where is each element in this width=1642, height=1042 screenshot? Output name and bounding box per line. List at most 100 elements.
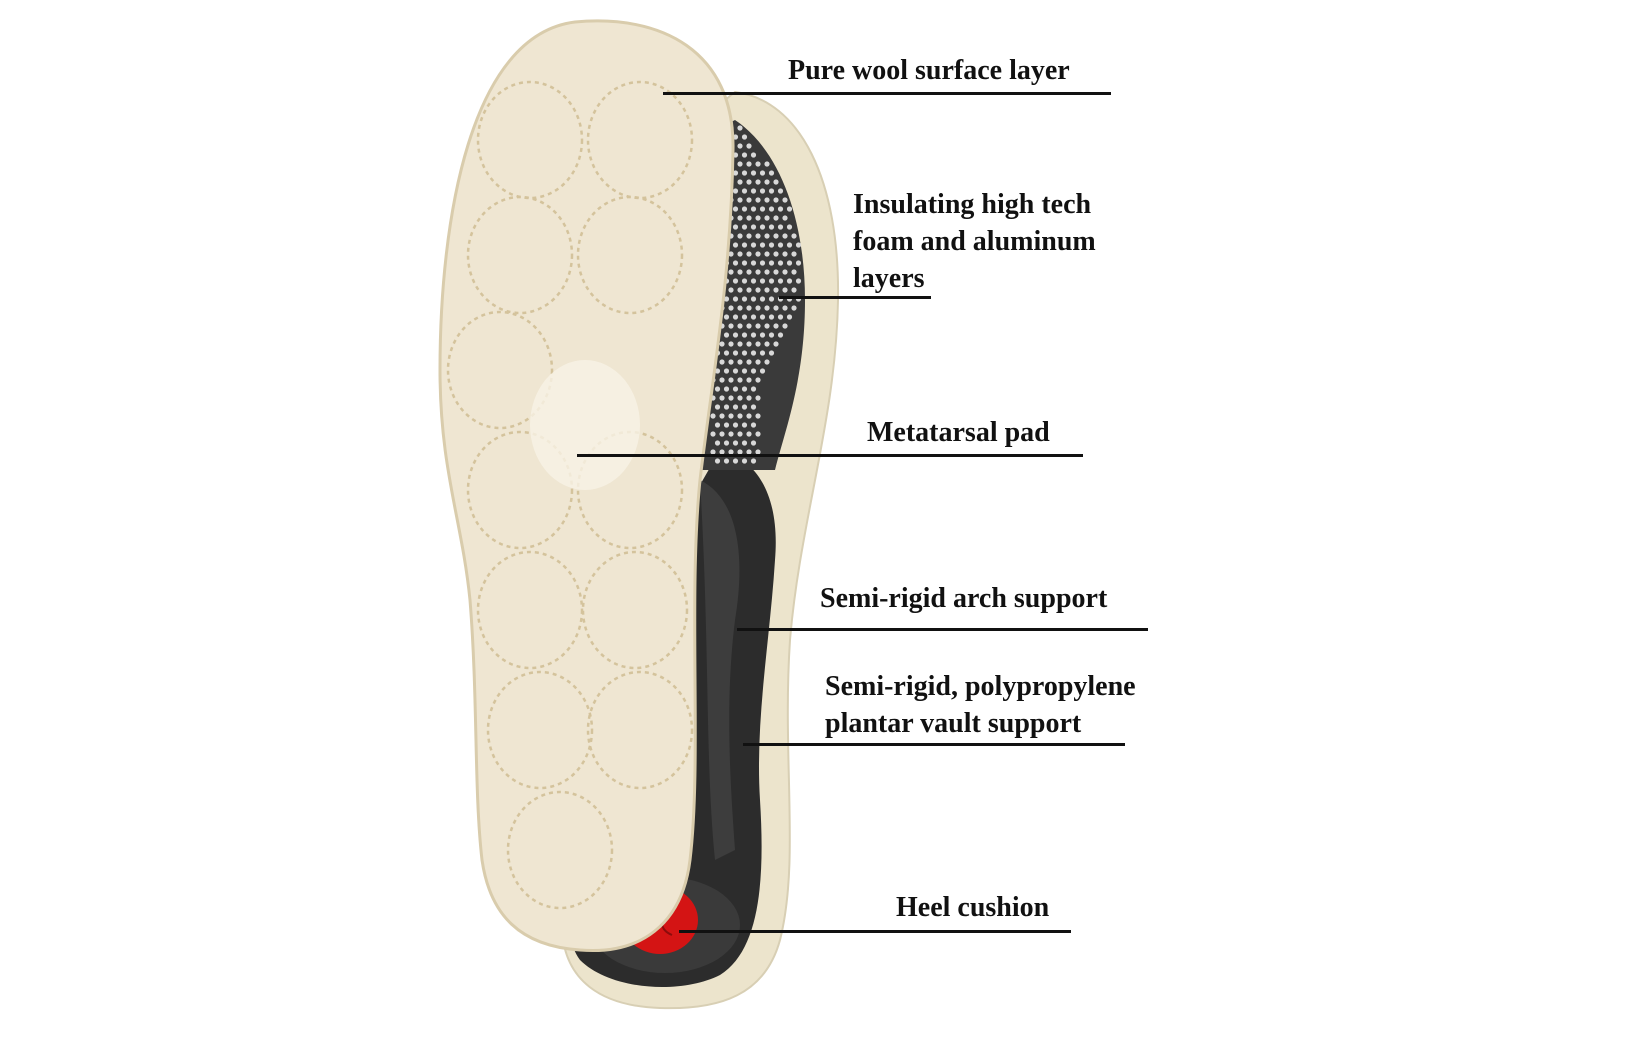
mesh-dot <box>710 413 716 419</box>
label-wool-surface: Pure wool surface layer <box>788 55 1070 86</box>
mesh-dot <box>768 206 775 212</box>
quilt-stitching <box>446 80 694 910</box>
mesh-dot <box>719 377 725 383</box>
mesh-dot <box>741 440 748 446</box>
metatarsal-pad-highlight <box>530 360 640 490</box>
mesh-dot <box>773 179 779 185</box>
mesh-dot <box>750 152 757 158</box>
mesh-dot <box>786 314 793 320</box>
mesh-dot <box>764 323 770 329</box>
mesh-dot <box>750 170 757 176</box>
label-metatarsal-pad: Metatarsal pad <box>867 417 1050 448</box>
mesh-dot <box>737 287 743 293</box>
mesh-dot <box>728 449 734 455</box>
mesh-dot <box>791 287 797 293</box>
mesh-dot <box>750 206 757 212</box>
mesh-dot <box>737 359 743 365</box>
mesh-dot <box>786 224 793 230</box>
mesh-dot <box>791 251 797 257</box>
leader-line-metatarsal <box>577 454 1083 457</box>
mesh-dot <box>719 395 725 401</box>
mesh-dot <box>723 314 730 320</box>
label-heel-cushion: Heel cushion <box>896 892 1050 923</box>
mesh-dot <box>732 296 739 302</box>
mesh-dot <box>732 440 739 446</box>
mesh-dot <box>723 386 730 392</box>
mesh-dot <box>755 395 761 401</box>
mesh-dot <box>737 161 743 167</box>
mesh-dot <box>746 215 752 221</box>
mesh-dot <box>764 233 770 239</box>
mesh-dot <box>741 422 748 428</box>
mesh-dot <box>714 386 721 392</box>
mesh-dot <box>773 215 779 221</box>
mesh-dot <box>750 458 757 464</box>
mesh-dot <box>782 287 788 293</box>
mesh-dot <box>777 314 784 320</box>
mesh-dot <box>791 269 797 275</box>
mesh-dot <box>741 458 748 464</box>
mesh-dot <box>714 368 721 374</box>
stitch-cell <box>506 790 614 910</box>
mesh-dot <box>732 404 739 410</box>
mesh-dot <box>723 440 730 446</box>
mesh-dot <box>737 323 743 329</box>
mesh-dot <box>732 170 739 176</box>
mesh-dot <box>755 449 761 455</box>
stitch-cell <box>476 550 584 670</box>
label-plantar-line1: Semi-rigid, polypropylene <box>825 671 1136 702</box>
mesh-dot <box>746 377 752 383</box>
mesh-dot <box>777 206 784 212</box>
mesh-dot <box>732 278 739 284</box>
mesh-dot <box>768 314 775 320</box>
label-arch-support: Semi-rigid arch support <box>820 583 1108 614</box>
stitch-cell <box>476 80 584 200</box>
mesh-dot <box>741 206 748 212</box>
mesh-dot <box>710 449 716 455</box>
mesh-dot <box>768 224 775 230</box>
mesh-dot <box>768 260 775 266</box>
mesh-dot <box>764 305 770 311</box>
mesh-dot <box>746 233 752 239</box>
mesh-dot <box>773 323 779 329</box>
mesh-dot <box>737 413 743 419</box>
mesh-dot <box>759 224 766 230</box>
leader-line-arch <box>737 628 1148 631</box>
mesh-dot <box>732 350 739 356</box>
mesh-dot <box>737 125 743 131</box>
mesh-dot <box>755 233 761 239</box>
mesh-dot <box>732 314 739 320</box>
mesh-dot <box>746 269 752 275</box>
mesh-dot <box>759 296 766 302</box>
mesh-dot <box>755 161 761 167</box>
stitch-cell <box>466 430 574 550</box>
mesh-dot <box>755 359 761 365</box>
mesh-dot <box>755 287 761 293</box>
leader-line-heel <box>679 930 1071 933</box>
mesh-dot <box>750 242 757 248</box>
mesh-dot <box>746 251 752 257</box>
mesh-dot <box>728 341 734 347</box>
mesh-dot <box>710 431 716 437</box>
mesh-dot <box>773 197 779 203</box>
mesh-dot <box>746 287 752 293</box>
mesh-dot <box>759 278 766 284</box>
mesh-dot <box>741 296 748 302</box>
mesh-dot <box>755 431 761 437</box>
mesh-dot <box>741 188 748 194</box>
mesh-dot <box>728 431 734 437</box>
mesh-dot <box>737 269 743 275</box>
mesh-dot <box>746 413 752 419</box>
mesh-dot <box>782 233 788 239</box>
mesh-dot <box>773 341 779 347</box>
mesh-dot <box>741 152 748 158</box>
mesh-dot <box>777 332 784 338</box>
mesh-dot <box>750 386 757 392</box>
mesh-dot <box>773 233 779 239</box>
mesh-dot <box>737 305 743 311</box>
mesh-dot <box>764 359 770 365</box>
mesh-dot <box>755 197 761 203</box>
stitch-cell <box>466 195 574 315</box>
mesh-dot <box>719 359 725 365</box>
